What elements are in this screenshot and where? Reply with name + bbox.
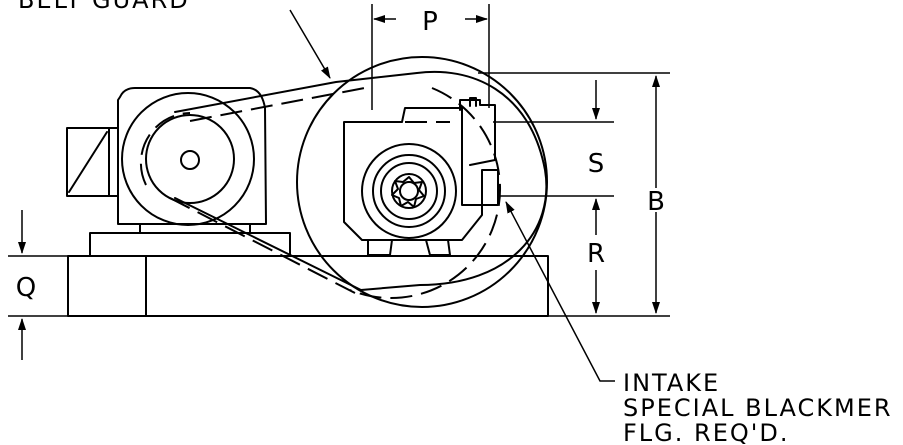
dimension-b: B bbox=[478, 72, 670, 317]
base-plate bbox=[67, 255, 549, 317]
motor bbox=[66, 87, 291, 257]
dimension-p: P bbox=[371, 4, 490, 110]
dimension-b-label: B bbox=[647, 187, 665, 217]
dimension-q: Q bbox=[8, 210, 68, 360]
intake-label: INTAKE bbox=[623, 369, 720, 397]
dimension-r: R bbox=[587, 198, 605, 314]
dimension-s: S bbox=[493, 80, 614, 197]
blackmer-pump bbox=[343, 97, 499, 256]
intake-note-line3: FLG. REQ'D. bbox=[623, 419, 789, 445]
dimension-q-label: Q bbox=[16, 273, 36, 303]
belt-guard bbox=[139, 56, 548, 308]
dimension-s-label: S bbox=[588, 149, 605, 179]
dimension-p-label: P bbox=[422, 7, 438, 37]
dimension-r-label: R bbox=[587, 239, 605, 269]
intake-note-line2: SPECIAL BLACKMER bbox=[623, 394, 893, 422]
belt-guard-leader: BELT GUARD bbox=[18, 0, 331, 79]
intake-leader: INTAKE SPECIAL BLACKMER FLG. REQ'D. bbox=[505, 201, 893, 445]
belt-guard-label: BELT GUARD bbox=[18, 0, 190, 14]
